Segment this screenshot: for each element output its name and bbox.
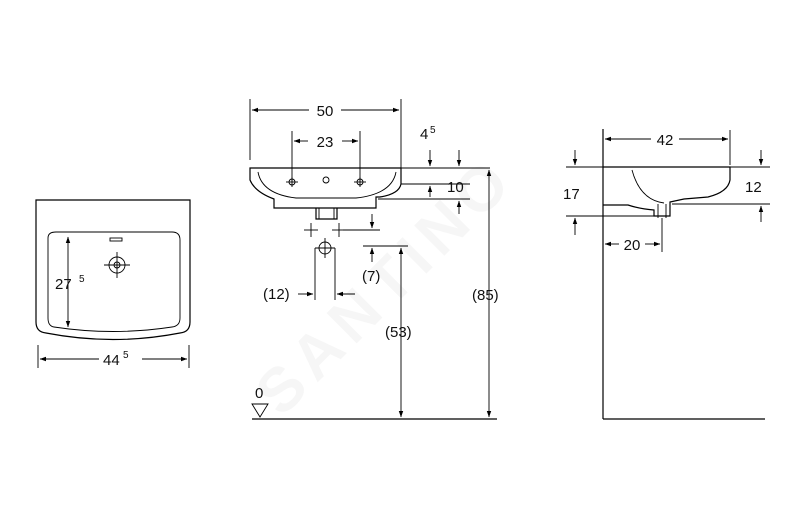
logo-mark [109, 237, 123, 242]
profile-view: 42 17 12 20 [563, 129, 770, 420]
waste-position-icon [304, 223, 346, 258]
floor-level-value: 0 [255, 385, 263, 402]
height-inner-value: 12 [745, 179, 762, 196]
projection-value: 42 [657, 132, 674, 149]
tap-hole-icon [104, 252, 130, 278]
height-overall-value: 17 [563, 186, 580, 203]
waste-outlet [315, 208, 338, 220]
overall-width-value: 50 [317, 103, 334, 120]
tap-mark-icon-left [286, 177, 298, 187]
tap-holes-value: 23 [317, 134, 334, 151]
basin-elevation [249, 167, 402, 209]
rim-offset-superscript: 5 [430, 125, 436, 136]
basin-outline [35, 199, 191, 341]
rim-offset-value: 4 [420, 126, 428, 143]
profile-bowl-curve [631, 169, 665, 204]
waste-offset-value: (12) [263, 286, 290, 303]
basin-bowl [47, 231, 181, 332]
floor-level-icon [251, 403, 269, 418]
waste-from-wall-value: 20 [624, 237, 641, 254]
width-dimension-superscript: 5 [123, 350, 129, 361]
rim-height-value: (85) [472, 287, 499, 304]
side-view: 50 23 4 5 [249, 99, 499, 420]
basin-profile [603, 166, 731, 217]
waste-drop-value: (7) [362, 268, 380, 285]
tap-mark-icon-right [354, 177, 366, 187]
overflow-icon [322, 176, 330, 184]
front-view: 27 5 44 5 [35, 199, 191, 369]
depth-dimension-superscript: 5 [79, 274, 85, 285]
width-dimension-value: 44 [103, 352, 120, 369]
bowl-height-value: 10 [447, 179, 464, 196]
depth-dimension-value: 27 [55, 276, 72, 293]
waste-height-value: (53) [385, 324, 412, 341]
bowl-curve [257, 171, 397, 199]
